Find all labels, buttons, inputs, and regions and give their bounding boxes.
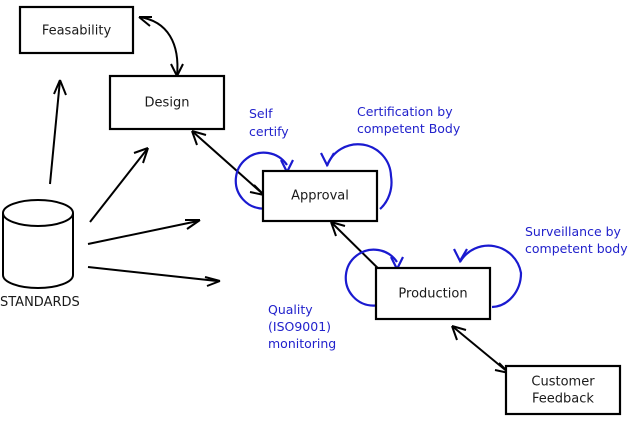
- arrowhead-at-production: [451, 325, 467, 341]
- loop-arc: [459, 244, 523, 309]
- node-feasability[interactable]: Feasability: [18, 5, 135, 55]
- node-shape: [504, 364, 622, 416]
- node-design[interactable]: Design: [108, 74, 226, 131]
- annotation-line2: certify: [249, 124, 289, 139]
- annotation-line1: Surveillance by: [525, 224, 622, 239]
- annotation-line2: competent body: [525, 241, 628, 256]
- annotation-line2: competent Body: [357, 121, 461, 136]
- arrowhead-at-design: [191, 130, 207, 146]
- flow-standards-to-production: [87, 266, 221, 287]
- arrowhead-right-upper: [185, 219, 201, 230]
- arrowhead-up: [53, 79, 67, 96]
- node-label-line1: Customer: [531, 375, 595, 390]
- flow-line: [138, 16, 179, 77]
- node-label-line2: Feedback: [532, 392, 594, 407]
- annotation-line1: Certification by: [357, 104, 453, 119]
- node-customer-feedback[interactable]: Customer Feedback: [504, 364, 622, 416]
- node-label: Design: [145, 96, 190, 111]
- annotation-surveillance-by-competent-body: Surveillance by competent body: [525, 224, 628, 256]
- annotation-self-certify: Self certify: [249, 106, 289, 139]
- arrowhead-up-right: [133, 147, 149, 164]
- cylinder-top: [2, 199, 74, 227]
- flow-standards-to-approval: [87, 219, 201, 245]
- node-shape: [374, 266, 492, 321]
- flow-line: [191, 130, 265, 196]
- flow-standards-to-feasability: [49, 79, 67, 185]
- flow-line: [49, 79, 61, 185]
- node-shape: [261, 169, 379, 223]
- loop-arrowhead: [320, 152, 335, 168]
- node-standards-datastore[interactable]: STANDARDS: [0, 199, 80, 310]
- node-label: Feasability: [42, 24, 112, 39]
- arrowhead-at-design: [170, 63, 184, 77]
- node-production[interactable]: Production: [374, 266, 492, 321]
- loop-surveillance-by-competent-body: [453, 244, 523, 309]
- flow-line: [89, 147, 149, 223]
- loop-arrowhead: [453, 248, 468, 264]
- flow-design-to-feasability: [138, 16, 184, 77]
- node-shape: [108, 74, 226, 131]
- flow-standards-to-design: [89, 147, 149, 223]
- loop-arc: [325, 143, 393, 210]
- flow-line: [87, 266, 218, 282]
- arrowhead-at-feasability: [138, 16, 152, 27]
- annotation-certification-by-competent-body: Certification by competent Body: [357, 104, 461, 136]
- annotation-quality-iso9001-monitoring: Quality (ISO9001) monitoring: [268, 302, 336, 351]
- flow-line: [87, 220, 199, 245]
- flow-customer-feedback-to-production: [451, 325, 510, 374]
- cylinder-body: [2, 213, 74, 289]
- annotation-line1: Quality: [268, 302, 313, 317]
- node-label: Production: [398, 287, 467, 302]
- annotation-line1: Self: [249, 106, 273, 121]
- node-approval[interactable]: Approval: [261, 169, 379, 223]
- node-shape: [18, 5, 135, 55]
- arrowhead-at-approval: [330, 221, 346, 237]
- loop-certification-by-competent-body: [320, 143, 393, 210]
- flow-line: [451, 325, 510, 374]
- node-label: Approval: [291, 189, 349, 204]
- annotation-line3: monitoring: [268, 336, 336, 351]
- datastore-label: STANDARDS: [0, 295, 80, 310]
- flow-approval-to-design: [191, 130, 265, 196]
- arrowhead-right-lower: [204, 276, 221, 287]
- annotation-line2: (ISO9001): [268, 319, 331, 334]
